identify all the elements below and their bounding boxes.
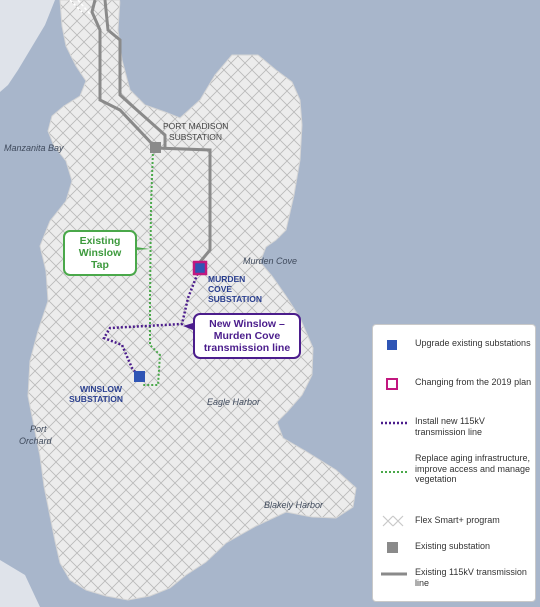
legend-item-flex: Flex Smart+ program xyxy=(381,515,533,529)
port-orchard-label-2: Orchard xyxy=(19,436,52,446)
southwest-mainland-land xyxy=(0,560,40,607)
murden-cove-substation-marker xyxy=(192,260,208,276)
legend-label: Upgrade existing substations xyxy=(415,338,531,348)
port-madison-substation-marker xyxy=(150,142,161,153)
callout-line-2: Murden Cove xyxy=(213,330,281,342)
west-mainland-land xyxy=(0,0,55,92)
callout-line-2: Winslow Tap xyxy=(78,247,122,271)
legend-label: Changing from the 2019 plan xyxy=(415,377,532,387)
winslow-label-1: WINSLOW xyxy=(80,384,123,394)
legend-item-existing-substation: Existing substation xyxy=(381,541,533,555)
murden-cove-label-1: MURDEN xyxy=(208,274,246,284)
map-legend: Upgrade existing substations Changing fr… xyxy=(372,324,536,602)
murden-cove-label-3: SUBSTATION xyxy=(208,294,262,304)
legend-item-upgrade: Upgrade existing substations xyxy=(381,338,533,360)
callout-line-1: Existing xyxy=(79,235,121,247)
new-transmission-line xyxy=(102,269,201,379)
blakely-harbor-label: Blakely Harbor xyxy=(264,500,324,510)
legend-label: Flex Smart+ program xyxy=(415,515,500,525)
existing-115kv-line-2 xyxy=(103,0,167,148)
eagle-harbor-label: Eagle Harbor xyxy=(207,397,261,407)
magenta-outline-square-icon xyxy=(381,377,403,391)
existing-115kv-line xyxy=(90,0,212,263)
callout-line-1: New Winslow – xyxy=(209,318,285,330)
port-madison-label-2: SUBSTATION xyxy=(169,132,223,142)
bainbridge-island-land xyxy=(27,0,357,601)
existing-line-dash-1 xyxy=(69,0,83,13)
existing-winslow-tap-callout: Existing Winslow Tap xyxy=(63,230,137,276)
port-orchard-label-1: Port xyxy=(30,424,47,434)
new-line-callout: New Winslow – Murden Cove transmission l… xyxy=(193,313,301,359)
callout-line-3: transmission line xyxy=(203,342,291,354)
gray-square-icon xyxy=(381,541,403,555)
legend-item-new-line: Install new 115kV transmission line xyxy=(381,416,533,438)
green-dotted-line-icon xyxy=(381,465,407,479)
blue-square-icon xyxy=(381,338,403,352)
legend-label: Existing substation xyxy=(415,541,491,551)
purple-dotted-line-icon xyxy=(381,416,407,430)
legend-item-existing-line: Existing 115kV transmission line xyxy=(381,567,533,589)
crosshatch-icon xyxy=(381,515,404,529)
gray-solid-line-icon xyxy=(381,567,407,581)
winslow-label-2: SUBSTATION xyxy=(69,394,123,404)
legend-label: Replace aging infrastructure, improve ac… xyxy=(415,453,531,484)
legend-item-replace: Replace aging infrastructure, improve ac… xyxy=(381,453,533,497)
manzanita-bay-label: Manzanita Bay xyxy=(4,143,64,153)
murden-cove-label: Murden Cove xyxy=(243,256,298,266)
purple-callout-pointer xyxy=(183,323,193,330)
existing-line-dash-2 xyxy=(77,0,91,15)
port-madison-label-1: PORT MADISON xyxy=(163,121,229,131)
legend-label: Install new 115kV transmission line xyxy=(415,416,485,437)
murden-cove-label-2: COVE xyxy=(208,284,233,294)
legend-item-changing: Changing from the 2019 plan xyxy=(381,377,533,399)
mainland-land xyxy=(120,0,540,60)
winslow-substation-marker xyxy=(134,371,145,382)
legend-label: Existing 115kV transmission line xyxy=(415,567,527,588)
